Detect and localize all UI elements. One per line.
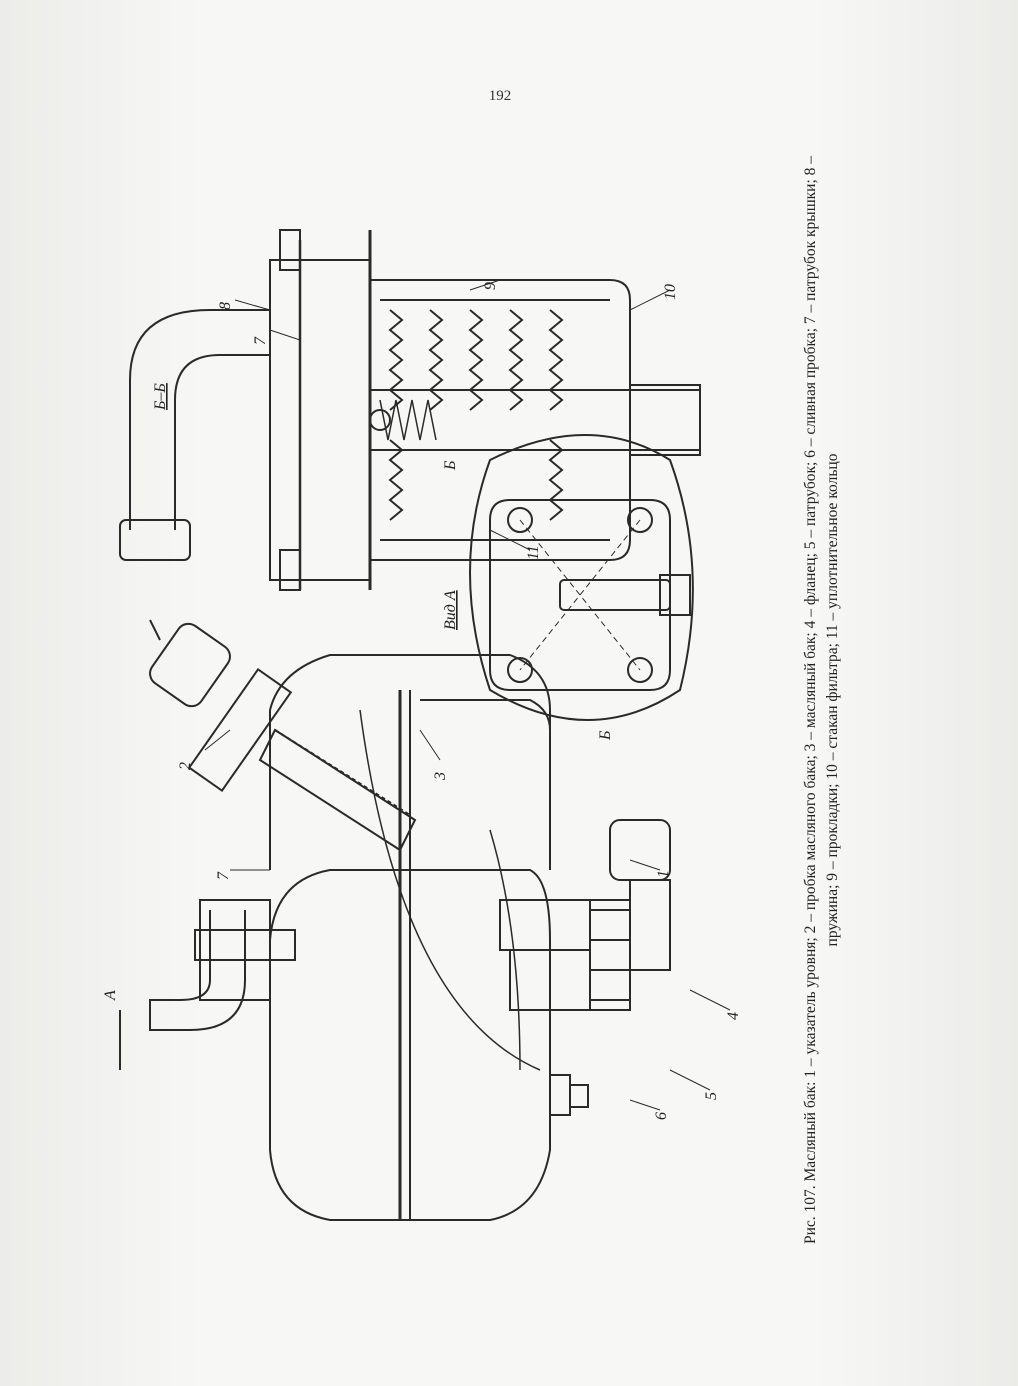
view-a — [469, 434, 694, 721]
caption-legend-line-1: 1 – указатель уровня; 2 – пробка масляно… — [802, 240, 819, 1078]
oil-tank-body — [269, 654, 551, 1221]
callout-2: 2 — [177, 762, 194, 770]
filler-neck — [149, 619, 417, 852]
oil-tank-drawing: 1 2 3 4 5 6 7 8 9 10 11 7 Б–Б Вид А А Б … — [70, 110, 850, 1310]
section-b-b-label: Б–Б — [152, 383, 169, 411]
page-number: 192 — [488, 88, 512, 104]
caption-title: Рис. 107. Масляный бак: — [802, 1081, 819, 1245]
callout-6: 6 — [653, 1112, 670, 1120]
arrow-b-bottom-label: Б — [597, 730, 614, 741]
outlet-pipe — [509, 949, 631, 1011]
callout-5: 5 — [703, 1092, 720, 1100]
callout-7: 7 — [215, 871, 232, 880]
technical-drawing-svg: 1 2 3 4 5 6 7 8 9 10 11 7 Б–Б Вид А А Б … — [102, 229, 742, 1221]
tank-top-pipe — [119, 899, 296, 1070]
section-b-b — [119, 229, 701, 591]
arrow-a-label: А — [102, 990, 119, 1001]
callout-3: 3 — [432, 772, 449, 781]
callout-10: 10 — [662, 284, 679, 300]
arrow-b-top-label: Б — [442, 460, 459, 471]
view-a-label: Вид А — [442, 590, 459, 630]
callout-4: 4 — [725, 1012, 742, 1020]
callout-11: 11 — [525, 545, 542, 560]
callout-7b: 7 — [252, 336, 269, 345]
callout-8: 8 — [217, 302, 234, 310]
figure-caption: Рис. 107. Масляный бак: 1 – указатель ур… — [800, 140, 880, 1260]
callout-9: 9 — [482, 282, 499, 290]
level-indicator — [499, 819, 671, 1011]
callout-1: 1 — [655, 870, 672, 878]
drain-plug — [549, 1074, 589, 1116]
